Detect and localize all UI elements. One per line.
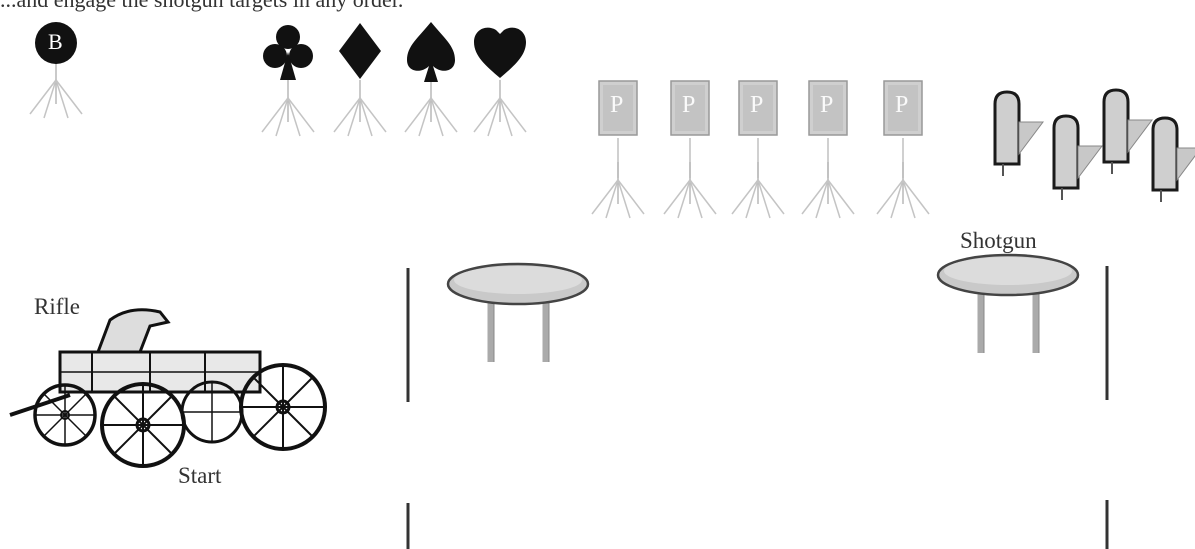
knockdown-target-icon (1104, 90, 1152, 174)
rifle-position-label: Rifle (34, 294, 80, 320)
wagon-icon (10, 310, 325, 466)
knockdown-target-icon (1153, 118, 1195, 202)
start-position-label: Start (178, 463, 221, 489)
shotgun-position-label: Shotgun (960, 228, 1037, 254)
diamond-target-icon (334, 23, 386, 136)
pistol-plate-letter: P (682, 92, 695, 119)
bonus-target-letter: B (48, 29, 63, 55)
knockdown-target-icon (995, 92, 1043, 176)
table-icon (938, 255, 1078, 353)
knockdown-target-icon (1054, 116, 1102, 200)
heart-target-icon (474, 28, 526, 136)
pistol-plate-letter: P (895, 92, 908, 119)
spade-target-icon (405, 22, 457, 136)
table-icon (448, 264, 588, 362)
pistol-plate-letter: P (750, 92, 763, 119)
pistol-plate-letter: P (610, 92, 623, 119)
club-target-icon (262, 25, 314, 136)
pistol-plate-letter: P (820, 92, 833, 119)
